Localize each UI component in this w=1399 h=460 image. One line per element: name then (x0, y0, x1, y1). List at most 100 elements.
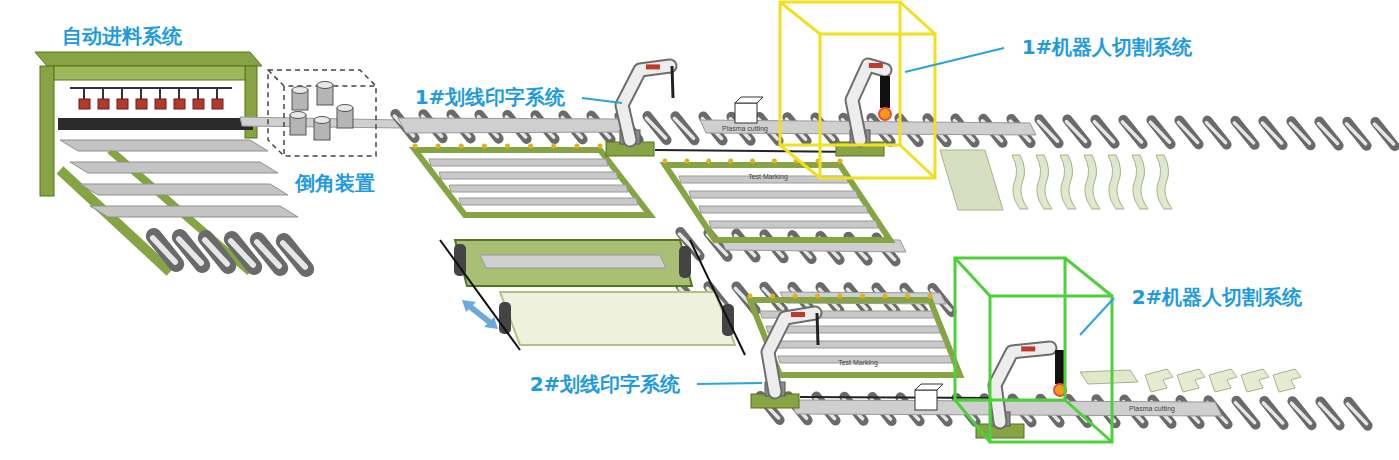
roller (1320, 401, 1339, 425)
roller (1207, 121, 1226, 145)
roller (1095, 120, 1114, 144)
steel-plate (689, 191, 858, 198)
system-label: 倒角装置 (295, 170, 375, 197)
magnet-cup (117, 99, 128, 109)
roller (647, 116, 666, 140)
roller-highlight (1346, 124, 1365, 144)
feeder-band (58, 118, 253, 130)
marker-dot (528, 144, 533, 149)
cut-part (1177, 369, 1205, 392)
table-frame (415, 150, 650, 215)
guide-rail (655, 150, 860, 152)
roller-highlight (1150, 122, 1169, 142)
robot-badge (1021, 346, 1035, 351)
marking-box (915, 390, 937, 410)
conveyors (394, 114, 1394, 426)
marker-dot (772, 159, 777, 164)
marker-dot (770, 294, 775, 299)
roller (1123, 120, 1142, 144)
marker-dot (815, 294, 820, 299)
marker-dot (574, 144, 579, 149)
roller-highlight (283, 243, 305, 267)
steel-plate (70, 162, 278, 173)
roller-highlight (1291, 403, 1310, 423)
transfer-car (455, 240, 692, 286)
robot-arm (995, 348, 1050, 422)
magnet-cup (79, 99, 90, 109)
magnet-rod (216, 88, 218, 100)
move-arrow-head (484, 317, 498, 329)
marking-box (735, 103, 757, 123)
marker-dot (598, 144, 603, 149)
steel-plate (766, 326, 940, 333)
roller-highlight (1066, 121, 1085, 141)
steel-plate (709, 221, 878, 228)
steel-plate (60, 140, 268, 151)
leader-line (905, 48, 1004, 72)
marker-dot (838, 294, 843, 299)
chamfer-roll-top (292, 87, 308, 94)
magnet-rod (121, 88, 123, 100)
steel-plate (459, 198, 638, 205)
roller (1236, 401, 1255, 425)
robot-arm-outline (768, 313, 815, 392)
marking-box-top (735, 97, 763, 103)
marking-box-top (915, 384, 943, 390)
roller-highlight (646, 118, 665, 138)
roller-highlight (1263, 403, 1282, 423)
marker-dot (928, 294, 933, 299)
green-cube (955, 258, 1112, 442)
marker-dot (905, 294, 910, 299)
magnet-cup (193, 99, 204, 109)
transfer-car (500, 292, 735, 345)
feeder-crossbar (70, 87, 232, 89)
magnet-cup (136, 99, 147, 109)
cut-part (1060, 155, 1076, 209)
marker-dot (663, 159, 668, 164)
plate-marking: Plasma cutting (1129, 405, 1175, 412)
magnet-cup (98, 99, 109, 109)
leader-line (697, 383, 762, 384)
dashed-box (268, 70, 376, 156)
steel-plate (80, 184, 288, 195)
magnet-rod (159, 88, 161, 100)
system-label: 2#机器人切割系统 (1132, 284, 1303, 311)
plate-marking: Plasma cutting (722, 125, 768, 132)
marker-dot (413, 144, 418, 149)
dashed-box-edge (268, 70, 376, 156)
transfer-roll (454, 244, 466, 276)
roller-highlight (179, 239, 201, 263)
robot-arm-outline (995, 348, 1050, 422)
cut-parts (940, 150, 1301, 392)
roller-highlight (1122, 122, 1141, 142)
magnet-rod (102, 88, 104, 100)
plasma-torch (880, 76, 890, 108)
steel-plate (449, 185, 628, 192)
marker-dot (883, 294, 888, 299)
magnet-cup (212, 99, 223, 109)
magnet-rod (83, 88, 85, 100)
roller (1292, 401, 1311, 425)
marking-pen (817, 313, 818, 345)
move-arrow-head (462, 300, 476, 312)
marker-dot (838, 159, 843, 164)
yellow-cube (780, 2, 935, 178)
track (690, 240, 745, 355)
robot-badge (869, 63, 883, 68)
chamfer-roll-top (314, 117, 330, 124)
roller-highlight (1262, 123, 1281, 143)
roller-highlight (205, 240, 227, 264)
robot-arm (622, 66, 670, 140)
roller-highlight (1318, 124, 1337, 144)
roller-highlight (1178, 122, 1197, 142)
marker-dot (551, 144, 556, 149)
plate-marking: Test Marking (748, 173, 788, 180)
system-label: 1#机器人切割系统 (1022, 34, 1193, 61)
move-arrow (468, 305, 492, 324)
steel-plate (90, 206, 298, 217)
roller (1039, 119, 1058, 143)
plasma-spark (879, 108, 891, 120)
system-label: 自动进料系统 (62, 23, 182, 50)
chamfer-device (240, 70, 402, 156)
roller-highlight (1319, 403, 1338, 423)
